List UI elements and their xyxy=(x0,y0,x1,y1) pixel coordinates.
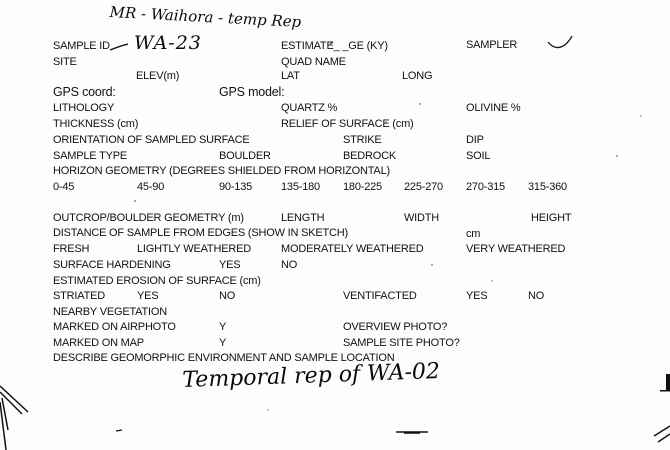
ventifacted-label: VENTIFACTED xyxy=(343,290,417,302)
scan-speck xyxy=(640,115,642,117)
sample-site-photo-label: SAMPLE SITE PHOTO? xyxy=(343,337,460,349)
angle-range: 270-315 xyxy=(466,181,505,193)
hardening-no-label: NO xyxy=(281,259,298,271)
bedrock-label: BEDROCK xyxy=(343,150,396,162)
pen-stroke xyxy=(547,35,573,49)
width-label: WIDTH xyxy=(404,212,440,224)
map-label: MARKED ON MAP xyxy=(53,337,144,349)
vegetation-label: NEARBY VEGETATION xyxy=(53,306,167,318)
map-y-label: Y xyxy=(219,337,227,349)
soil-label: SOIL xyxy=(466,150,491,162)
scan-speck xyxy=(431,264,433,266)
scan-speck xyxy=(134,200,136,202)
strike-label: STRIKE xyxy=(343,134,382,146)
outcrop-geometry-label: OUTCROP/BOULDER GEOMETRY (m) xyxy=(53,212,244,224)
pen-stroke xyxy=(109,43,129,51)
olivine-label: OLIVINE % xyxy=(466,102,521,114)
boulder-label: BOULDER xyxy=(219,150,271,162)
striated-yes-label: YES xyxy=(137,290,159,302)
angle-range: 135-180 xyxy=(281,181,320,193)
longitude-label: LONG xyxy=(402,70,433,82)
ventifacted-no-label: NO xyxy=(528,290,545,302)
scan-edge-mark xyxy=(0,385,29,450)
horizon-geometry-label: HORIZON GEOMETRY (DEGREES SHIELDED FROM … xyxy=(53,165,390,177)
lithology-label: LITHOLOGY xyxy=(53,102,115,114)
angle-range: 225-270 xyxy=(404,181,443,193)
gps-model-label: GPS model: xyxy=(219,85,285,99)
striated-no-label: NO xyxy=(219,290,236,302)
ventifacted-yes-label: YES xyxy=(466,290,488,302)
describe-environment-label: DESCRIBE GEOMORPHIC ENVIRONMENT AND SAMP… xyxy=(53,352,395,364)
hardening-yes-label: YES xyxy=(219,259,241,271)
length-label: LENGTH xyxy=(281,212,325,224)
moderately-weathered-label: MODERATELY WEATHERED xyxy=(281,243,424,255)
scan-edge-mark xyxy=(396,431,428,434)
scan-speck xyxy=(491,280,493,282)
cm-label: cm xyxy=(466,228,481,240)
sample-type-label: SAMPLE TYPE xyxy=(53,150,128,162)
distance-label: DISTANCE OF SAMPLE FROM EDGES (SHOW IN S… xyxy=(53,227,348,239)
fresh-label: FRESH xyxy=(53,243,90,255)
airphoto-label: MARKED ON AIRPHOTO xyxy=(53,321,176,333)
angle-range: 45-90 xyxy=(137,181,165,193)
dip-label: DIP xyxy=(466,134,484,146)
very-weathered-label: VERY WEATHERED xyxy=(466,243,566,255)
handwritten-sample-id: WA-23 xyxy=(134,32,202,54)
overview-photo-label: OVERVIEW PHOTO? xyxy=(343,321,448,333)
relief-label: RELIEF OF SURFACE (cm) xyxy=(281,118,414,130)
gps-coord-label: GPS coord: xyxy=(53,85,116,99)
quad-name-label: QUAD NAME xyxy=(281,56,346,68)
scan-speck xyxy=(419,103,421,105)
latitude-label: LAT xyxy=(281,70,300,82)
sampler-label: SAMPLER xyxy=(466,39,518,51)
angle-range: 0-45 xyxy=(53,181,75,193)
height-label: HEIGHT xyxy=(531,212,572,224)
sample-id-label: SAMPLE ID xyxy=(53,40,110,52)
site-label: SITE xyxy=(53,56,77,68)
erosion-label: ESTIMATED EROSION OF SURFACE (cm) xyxy=(53,275,261,287)
striated-label: STRIATED xyxy=(53,290,105,302)
thickness-label: THICKNESS (cm) xyxy=(53,118,139,130)
pen-stroke xyxy=(329,41,334,45)
scan-edge-mark xyxy=(660,390,670,392)
orientation-label: ORIENTATION OF SAMPLED SURFACE xyxy=(53,134,250,146)
elevation-label: ELEV(m) xyxy=(136,70,180,82)
angle-range: 90-135 xyxy=(219,181,253,193)
scan-speck xyxy=(385,121,387,123)
lightly-weathered-label: LIGHTLY WEATHERED xyxy=(137,243,251,255)
scan-edge-mark xyxy=(115,429,123,432)
estimated-age-label: ESTIMATE_ _GE (KY) xyxy=(281,40,388,52)
angle-range: 180-225 xyxy=(343,181,382,193)
scan-speck xyxy=(267,409,269,411)
airphoto-y-label: Y xyxy=(219,321,227,333)
surface-hardening-label: SURFACE HARDENING xyxy=(53,259,171,271)
scan-edge-mark xyxy=(653,425,670,443)
quartz-label: QUARTZ % xyxy=(281,102,338,114)
scan-edge-mark xyxy=(666,374,670,390)
angle-range: 315-360 xyxy=(528,181,567,193)
scan-speck xyxy=(616,155,618,157)
